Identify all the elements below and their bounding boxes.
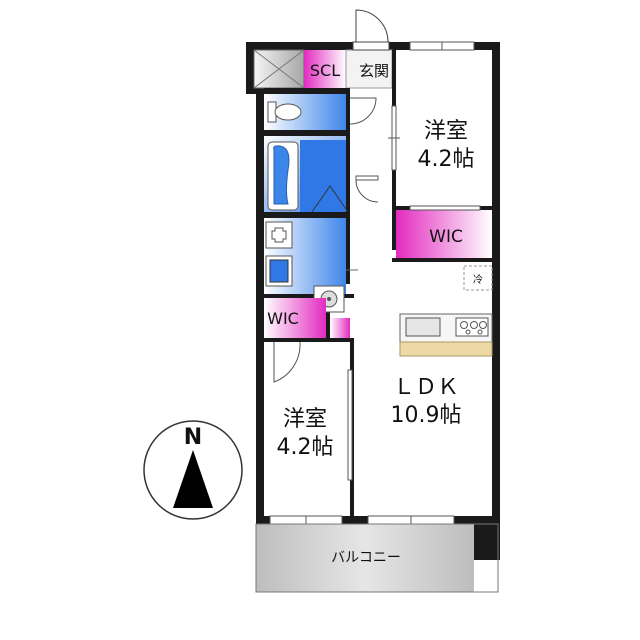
wic-top-label: WIC xyxy=(429,227,463,247)
toilet-room xyxy=(264,94,377,130)
ldk-name: ＬＤＫ xyxy=(393,375,459,400)
entrance: 玄関 xyxy=(345,9,393,89)
bathtub-icon xyxy=(267,141,299,211)
north-label: N xyxy=(184,425,202,450)
western-room-top-name: 洋室 xyxy=(424,119,468,144)
washing-machine-icon xyxy=(265,221,293,249)
fridge-label: 冷 xyxy=(473,273,483,286)
wic-bottom-label: WIC xyxy=(267,309,299,328)
kitchen-counter xyxy=(399,313,493,357)
balcony-label: バルコニー xyxy=(331,550,401,566)
bathroom-door-icon xyxy=(311,185,349,213)
ldk-size: 10.9帖 xyxy=(391,403,462,428)
western-room-bottom-name: 洋室 xyxy=(283,407,327,432)
toilet-door-icon xyxy=(349,97,377,125)
western-room-bottom: 洋室 4.2帖 xyxy=(264,341,353,516)
entrance-label: 玄関 xyxy=(359,62,389,80)
ldk-room: 冷 ＬＤＫ 10.9帖 xyxy=(391,265,493,428)
western-room-top: 洋室 4.2帖 xyxy=(388,41,492,206)
toilet-icon xyxy=(267,101,302,123)
western-room-bottom-size: 4.2帖 xyxy=(277,435,334,460)
bathroom xyxy=(264,136,349,213)
compass: N xyxy=(143,420,243,520)
western-room-bottom-door-icon xyxy=(273,341,301,383)
western-room-top-size: 4.2帖 xyxy=(418,147,475,172)
north-arrow-icon xyxy=(173,450,213,508)
storage-box xyxy=(253,49,305,89)
stove-icon xyxy=(455,317,489,337)
entrance-door-icon xyxy=(355,9,389,43)
scl-closet: SCL xyxy=(304,50,346,88)
wic-bottom: WIC xyxy=(264,298,350,338)
scl-label: SCL xyxy=(310,61,340,80)
hall-door-icon xyxy=(355,179,379,203)
fridge-space: 冷 xyxy=(463,265,493,291)
wic-top: WIC xyxy=(396,205,492,258)
sink-icon xyxy=(405,317,441,337)
balcony: バルコニー xyxy=(255,523,499,593)
